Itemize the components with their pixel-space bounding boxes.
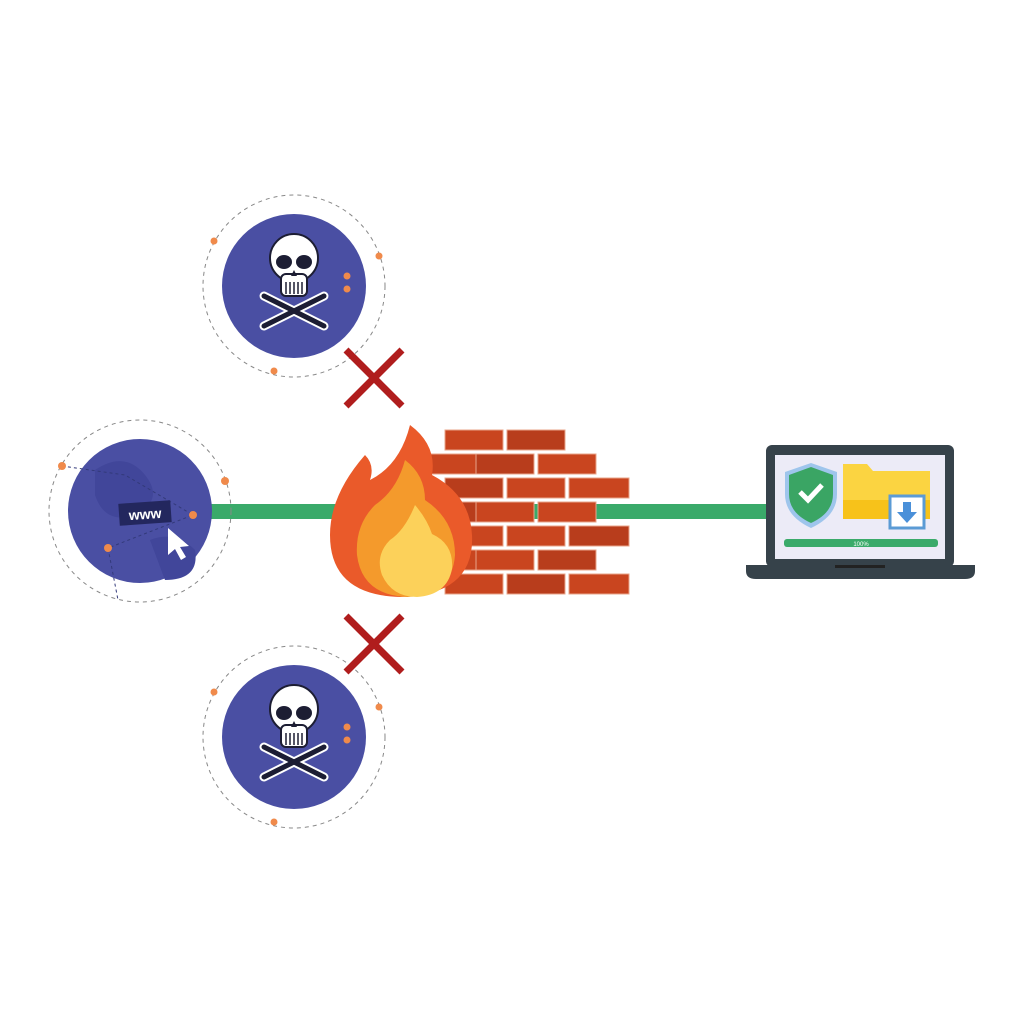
brick <box>568 525 630 547</box>
malware-globe-top <box>202 194 386 378</box>
brick <box>475 453 535 475</box>
brick <box>568 573 630 595</box>
brick <box>506 477 566 499</box>
brick <box>506 429 566 451</box>
url-badge: www <box>118 500 172 526</box>
laptop-icon: 100% <box>746 445 975 579</box>
download-progress-bar: 100% <box>784 539 938 548</box>
brick <box>537 549 597 571</box>
blocked-x-icon <box>343 347 405 409</box>
url-label: www <box>127 505 162 523</box>
brick <box>475 501 535 523</box>
shield-check-icon <box>785 463 837 528</box>
brick <box>444 429 504 451</box>
website-globe: www <box>48 419 232 603</box>
folder-download-icon <box>843 464 930 530</box>
cursor-icon <box>168 528 189 560</box>
skull-crossbones-icon <box>259 684 329 782</box>
skull-crossbones-icon <box>259 233 329 331</box>
progress-label: 100% <box>853 542 869 548</box>
brick <box>568 477 630 499</box>
brick <box>537 453 597 475</box>
brick <box>475 549 535 571</box>
brick <box>506 573 566 595</box>
fire-icon <box>330 425 473 597</box>
blocked-x-icon <box>343 613 405 675</box>
brick <box>506 525 566 547</box>
brick <box>537 501 597 523</box>
malware-globe-bottom <box>202 645 386 829</box>
